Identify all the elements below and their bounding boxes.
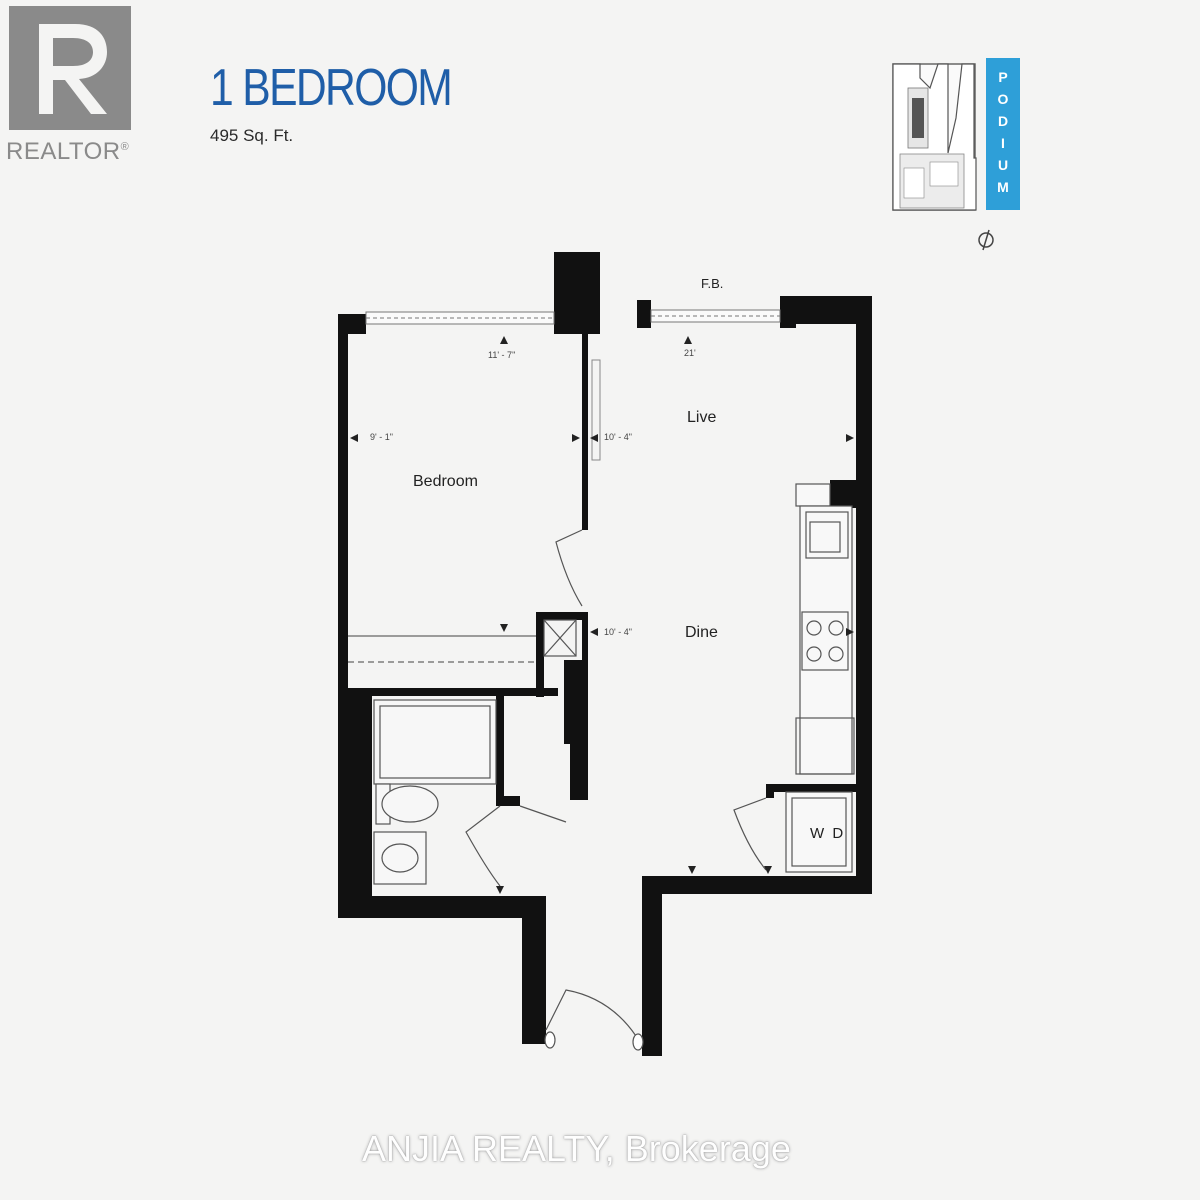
unit-title: 1 BEDROOM [210, 59, 453, 117]
sliding-panel [591, 359, 601, 461]
podium-letter: M [997, 179, 1009, 195]
podium-letter: O [997, 91, 1009, 107]
room-label-dine: Dine [685, 624, 718, 641]
door-swings [465, 529, 767, 1037]
fb-label: F.B. [701, 276, 724, 291]
unit-area: 495 Sq. Ft. [210, 126, 294, 145]
kitchen-counter [795, 483, 855, 775]
dim-bedroom-depth: 11' - 7" [488, 350, 516, 360]
exterior-walls [338, 252, 872, 1056]
podium-letter: D [997, 113, 1009, 129]
realtor-logo-mark [9, 6, 131, 130]
laundry-label: W D [810, 825, 846, 842]
key-plan-building-icon [892, 63, 977, 211]
realtor-logo: REALTOR® [6, 6, 138, 165]
podium-letter: P [998, 69, 1008, 85]
dimension-arrows [350, 336, 854, 894]
dim-live-width: 10' - 4" [604, 432, 632, 442]
dim-bedroom-width: 9' - 1" [370, 432, 393, 442]
washer-dryer [785, 791, 853, 873]
podium-letter: U [997, 157, 1009, 173]
bathroom-fixtures [373, 699, 497, 885]
north-arrow-icon [978, 229, 994, 251]
room-label-bedroom: Bedroom [413, 473, 478, 490]
dim-live-depth: 21' [684, 348, 696, 358]
room-label-live: Live [687, 409, 717, 426]
linen-closet [543, 619, 577, 657]
realtor-r-icon [39, 24, 107, 114]
bedroom-closet [348, 635, 536, 663]
windows [365, 309, 781, 325]
brokerage-watermark: ANJIA REALTY, Brokerage [362, 1128, 791, 1169]
dim-dine-width: 10' - 4" [604, 627, 632, 637]
realtor-logo-text: REALTOR® [6, 138, 130, 165]
podium-letter: I [1001, 135, 1005, 151]
door-stops [544, 1031, 644, 1051]
